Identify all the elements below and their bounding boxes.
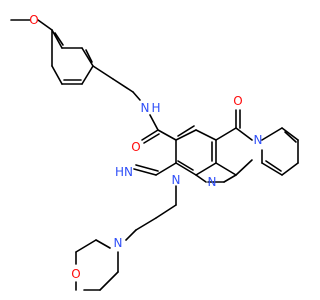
bond-lines <box>10 19 299 291</box>
molecule-structure-diagram: O N H O O N HN N N N O <box>10 13 299 291</box>
amide-nitrogen-label: N <box>141 101 150 115</box>
methoxy-oxygen-label: O <box>29 13 38 27</box>
amide-hydrogen-label: H <box>151 101 160 115</box>
imine-label: HN <box>115 165 133 179</box>
atom-labels: O N H O O N HN N N N O <box>29 13 262 281</box>
bridge-nitrogen-label: N <box>208 175 217 189</box>
ketone-oxygen-label: O <box>233 94 242 108</box>
morpholine-oxygen-label: O <box>71 267 80 281</box>
amide-oxygen-label: O <box>131 140 140 154</box>
morpholine-nitrogen-label: N <box>114 236 123 250</box>
pyrido-nitrogen-label: N <box>254 133 263 147</box>
ring-nitrogen-label: N <box>172 173 181 187</box>
